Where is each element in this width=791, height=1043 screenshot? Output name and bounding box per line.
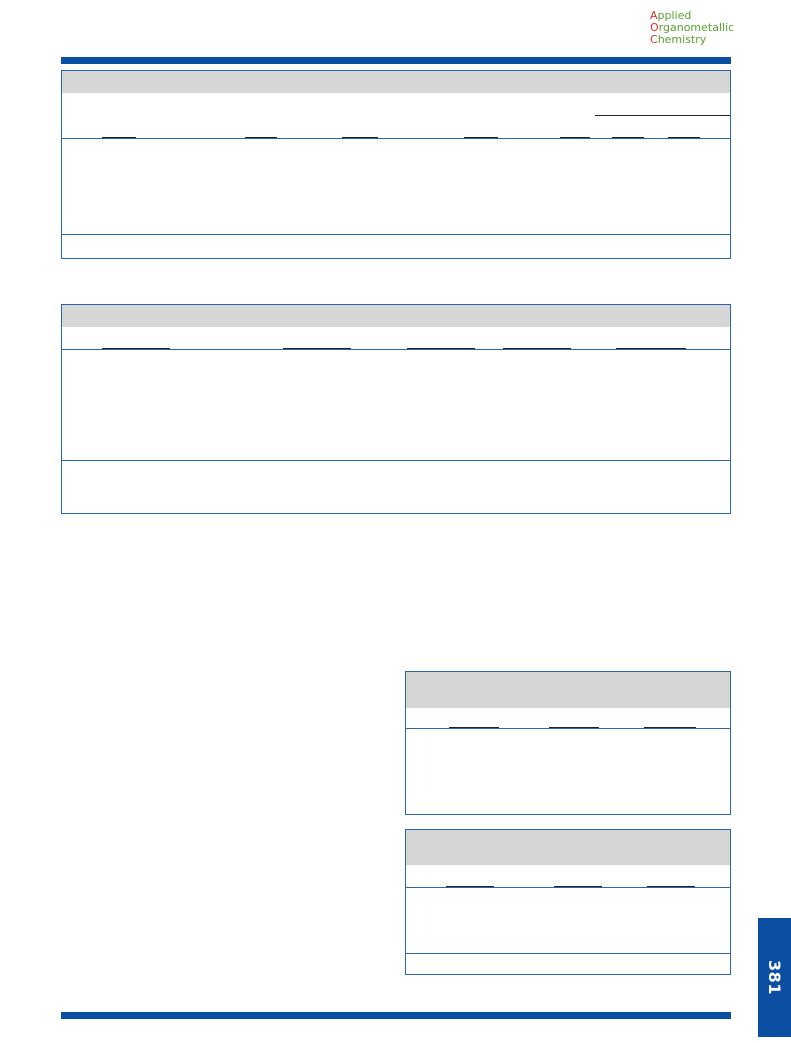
table-1-spanner-rule	[595, 115, 730, 116]
table-1	[61, 70, 731, 259]
table-3-col-rule-2	[549, 727, 599, 728]
table-2-col-rule-3	[407, 348, 475, 349]
table-2-caption-band	[62, 305, 730, 327]
table-2-col-rule-1	[102, 348, 170, 349]
footer-bar	[61, 1012, 731, 1019]
table-1-caption-band	[62, 71, 730, 93]
table-4-col-rule-3	[647, 886, 695, 887]
page-number-tab: 381	[758, 918, 791, 1037]
table-1-col-rule-2	[245, 137, 277, 138]
table-1-footer-divider	[62, 234, 730, 235]
table-2-footer-divider	[62, 460, 730, 461]
table-3-caption-band	[406, 672, 730, 708]
table-1-col-rule-1	[102, 137, 136, 138]
table-3-col-rule-3	[644, 727, 696, 728]
table-2-col-rule-4	[503, 348, 571, 349]
table-1-col-rule-5	[560, 137, 590, 138]
page-number: 381	[765, 960, 784, 995]
table-1-header-divider	[62, 138, 730, 139]
table-1-col-rule-6	[612, 137, 644, 138]
table-1-col-rule-7	[668, 137, 700, 138]
table-4	[405, 829, 731, 975]
logo-initial-o: O	[650, 21, 659, 34]
logo-initial-c: C	[650, 33, 658, 46]
logo-initial-a: A	[650, 9, 658, 22]
table-2	[61, 304, 731, 514]
table-4-footer-divider	[406, 953, 730, 954]
table-4-caption-band	[406, 830, 730, 865]
header-bar	[61, 57, 731, 64]
logo-text-chemistry: hemistry	[657, 33, 707, 46]
table-1-col-rule-3	[342, 137, 378, 138]
table-3	[405, 671, 731, 815]
table-2-col-rule-5	[616, 348, 686, 349]
table-2-header-divider	[62, 349, 730, 350]
page-number-wrap: 381	[758, 918, 791, 1037]
journal-logo: Applied Organometallic Chemistry	[650, 10, 734, 46]
table-4-col-rule-2	[554, 886, 602, 887]
table-1-col-rule-4	[464, 137, 498, 138]
logo-text-organometallic: rganometallic	[658, 21, 735, 34]
table-4-header-divider	[406, 887, 730, 888]
table-3-header-divider	[406, 728, 730, 729]
table-4-col-rule-1	[446, 886, 494, 887]
table-3-col-rule-1	[449, 727, 499, 728]
logo-text-applied: pplied	[657, 9, 692, 22]
table-2-col-rule-2	[283, 348, 351, 349]
